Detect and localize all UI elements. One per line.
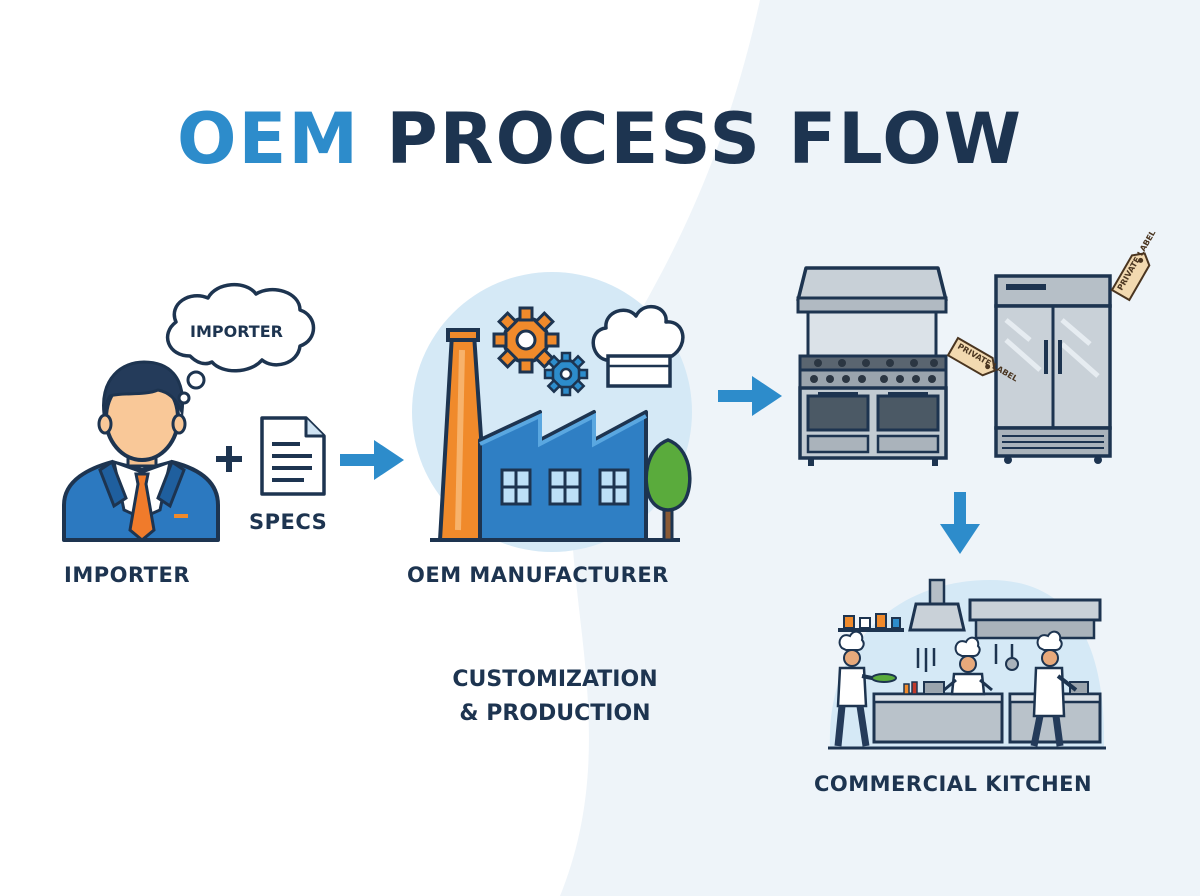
kitchen-scene-icon (828, 578, 1106, 750)
step-caption-line1: CUSTOMIZATION (452, 667, 658, 692)
gear-icon (492, 306, 589, 397)
manufacturer-label: OEM MANUFACTURER (407, 563, 669, 587)
range-oven-icon (796, 266, 948, 466)
kitchen-label: COMMERCIAL KITCHEN (814, 772, 1093, 796)
chef-hat-icon (591, 304, 685, 388)
title-rest: PROCESS FLOW (386, 98, 1023, 180)
arrow-right-icon (340, 440, 404, 480)
specs-label: SPECS (249, 510, 328, 534)
tree-icon (644, 438, 692, 542)
document-icon (260, 416, 326, 496)
title-accent: OEM (177, 98, 360, 180)
thought-bubble-icon (165, 282, 316, 405)
plus-icon (216, 446, 242, 472)
importer-label: IMPORTER (64, 563, 191, 587)
arrow-down-icon (940, 492, 980, 554)
thought-bubble-text: IMPORTER (190, 322, 283, 341)
refrigerator-icon (994, 274, 1112, 464)
arrow-right-icon (718, 376, 782, 416)
step-caption: CUSTOMIZATION & PRODUCTION (420, 663, 690, 731)
page-title: OEM PROCESS FLOW (0, 98, 1200, 180)
step-caption-line2: & PRODUCTION (459, 701, 651, 726)
importer-person-icon (62, 360, 220, 542)
